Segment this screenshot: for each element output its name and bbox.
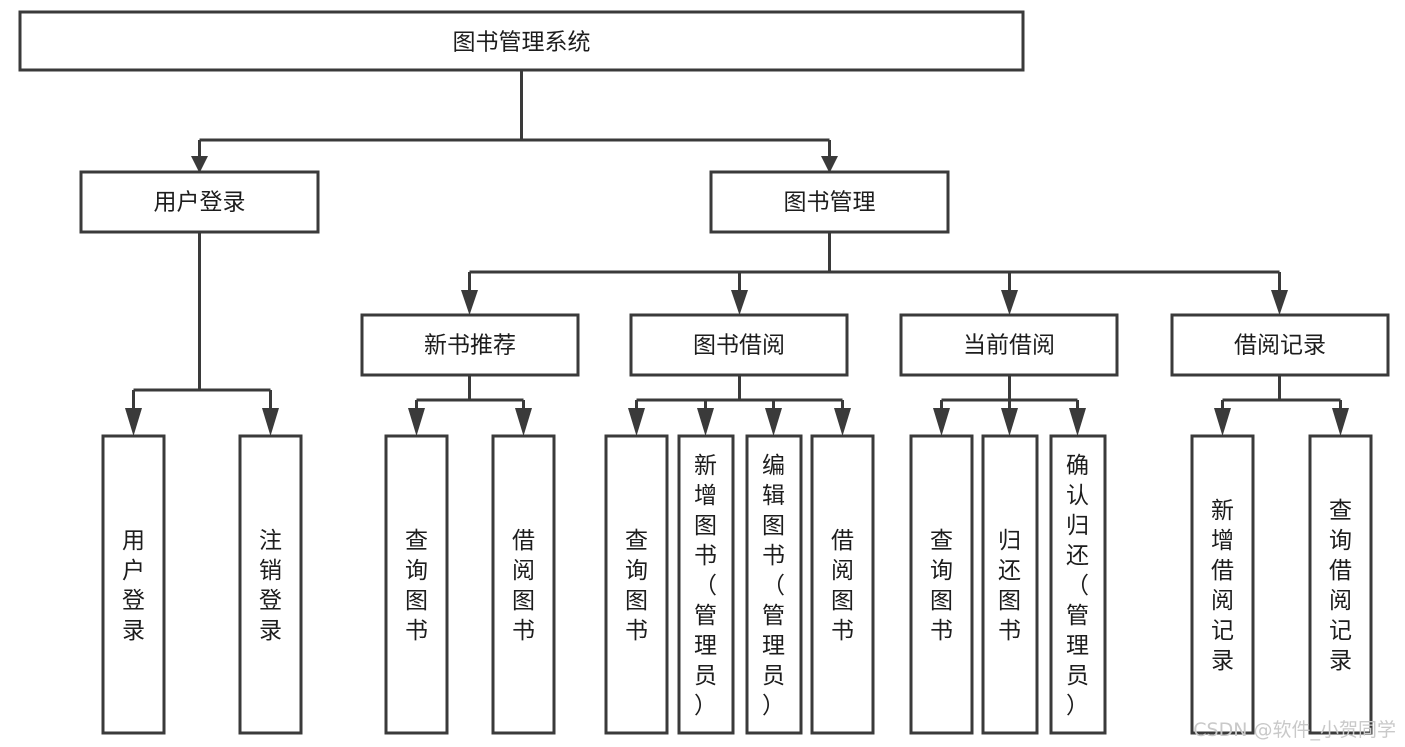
node-leaf-query-book-1-label: 查询图书 — [405, 528, 428, 644]
node-current-borrow[interactable]: 当前借阅 — [899, 313, 1119, 377]
node-leaf-return-book[interactable]: 归还图书 — [981, 434, 1039, 735]
node-leaf-borrow-book-1-label: 借阅图书 — [512, 528, 535, 644]
arrow-head-leaf-borrow-book-2 — [834, 408, 851, 436]
arrow-head-book-borrow — [731, 290, 748, 315]
node-leaf-confirm-return-label: 确认归还（管理员） — [1066, 453, 1089, 719]
node-leaf-add-record[interactable]: 新增借阅记录 — [1190, 434, 1255, 735]
node-leaf-return-book-label: 归还图书 — [998, 528, 1021, 644]
arrow-head-leaf-query-book-3 — [933, 408, 950, 436]
node-leaf-user-login-box — [101, 434, 166, 735]
node-leaf-query-book-3-label: 查询图书 — [930, 528, 953, 644]
arrow-head-leaf-user-logout — [262, 408, 279, 436]
node-user-login-box — [79, 170, 320, 234]
arrow-head-leaf-add-book — [697, 408, 714, 436]
arrow-head-leaf-query-book-2 — [628, 408, 645, 436]
node-leaf-user-logout-box — [238, 434, 303, 735]
node-leaf-borrow-book-1[interactable]: 借阅图书 — [491, 434, 556, 735]
node-leaf-add-record-label: 新增借阅记录 — [1211, 498, 1234, 674]
arrow-head-leaf-borrow-book-1 — [515, 408, 532, 436]
arrow-head-borrow-record — [1271, 290, 1288, 315]
node-root[interactable]: 图书管理系统 — [18, 10, 1025, 72]
node-leaf-borrow-book-2-box — [810, 434, 875, 735]
node-leaf-query-book-2-box — [604, 434, 669, 735]
arrow-head-book-mgmt — [821, 156, 838, 173]
node-user-login-label: 用户登录 — [154, 190, 246, 216]
arrow-head-new-book-recommend — [461, 290, 478, 315]
node-book-management-box — [709, 170, 950, 234]
arrow-head-leaf-confirm-return — [1069, 408, 1086, 436]
node-book-borrow-label: 图书借阅 — [693, 333, 785, 359]
arrow-head-leaf-add-record — [1214, 408, 1231, 436]
node-leaf-borrow-book-2-label: 借阅图书 — [831, 528, 854, 644]
node-leaf-edit-book-label: 编辑图书（管理员） — [762, 453, 785, 719]
node-new-book-recommend-label: 新书推荐 — [424, 333, 516, 359]
csdn-watermark: CSDN @软件_小贺同学 — [1193, 719, 1396, 741]
node-leaf-query-book-3[interactable]: 查询图书 — [909, 434, 974, 735]
node-leaf-add-book-box — [677, 434, 735, 735]
node-root-label: 图书管理系统 — [453, 30, 591, 56]
node-leaf-user-logout-label: 注销登录 — [259, 528, 282, 644]
node-leaf-user-login[interactable]: 用户登录 — [101, 434, 166, 735]
node-leaf-query-record[interactable]: 查询借阅记录 — [1308, 434, 1373, 735]
node-leaf-query-book-1-box — [384, 434, 449, 735]
node-leaf-borrow-book-1-box — [491, 434, 556, 735]
node-new-book-recommend-box — [360, 313, 580, 377]
node-leaf-query-book-2[interactable]: 查询图书 — [604, 434, 669, 735]
node-borrow-record-label: 借阅记录 — [1234, 333, 1326, 359]
node-leaf-add-book[interactable]: 新增图书（管理员） — [677, 434, 735, 735]
node-current-borrow-label: 当前借阅 — [963, 333, 1055, 359]
node-leaf-edit-book-box — [745, 434, 803, 735]
node-leaf-edit-book[interactable]: 编辑图书（管理员） — [745, 434, 803, 735]
edges-layer — [125, 70, 1349, 436]
arrow-head-leaf-query-record — [1332, 408, 1349, 436]
node-leaf-confirm-return-box — [1049, 434, 1107, 735]
node-leaf-query-record-box — [1308, 434, 1373, 735]
node-current-borrow-box — [899, 313, 1119, 377]
node-leaf-return-book-box — [981, 434, 1039, 735]
node-leaf-borrow-book-2[interactable]: 借阅图书 — [810, 434, 875, 735]
node-book-borrow[interactable]: 图书借阅 — [629, 313, 849, 377]
arrow-head-leaf-edit-book — [765, 408, 782, 436]
node-user-login[interactable]: 用户登录 — [79, 170, 320, 234]
arrow-head-leaf-user-login — [125, 408, 142, 436]
node-book-management[interactable]: 图书管理 — [709, 170, 950, 234]
node-leaf-query-book-3-box — [909, 434, 974, 735]
node-leaf-confirm-return[interactable]: 确认归还（管理员） — [1049, 434, 1107, 735]
node-root-box — [18, 10, 1025, 72]
node-new-book-recommend[interactable]: 新书推荐 — [360, 313, 580, 377]
node-leaf-user-logout[interactable]: 注销登录 — [238, 434, 303, 735]
node-leaf-add-book-label: 新增图书（管理员） — [694, 453, 717, 719]
arrow-head-leaf-query-book-1 — [408, 408, 425, 436]
node-borrow-record[interactable]: 借阅记录 — [1170, 313, 1390, 377]
node-leaf-add-record-box — [1190, 434, 1255, 735]
node-leaf-user-login-label: 用户登录 — [122, 528, 145, 644]
node-leaf-query-record-label: 查询借阅记录 — [1329, 498, 1352, 674]
arrow-head-leaf-return-book — [1001, 408, 1018, 436]
arrow-head-current-borrow — [1001, 290, 1018, 315]
node-leaf-query-book-1[interactable]: 查询图书 — [384, 434, 449, 735]
node-borrow-record-box — [1170, 313, 1390, 377]
arrow-head-user-login — [191, 156, 208, 173]
node-book-borrow-box — [629, 313, 849, 377]
node-leaf-query-book-2-label: 查询图书 — [625, 528, 648, 644]
node-book-management-label: 图书管理 — [784, 190, 876, 216]
